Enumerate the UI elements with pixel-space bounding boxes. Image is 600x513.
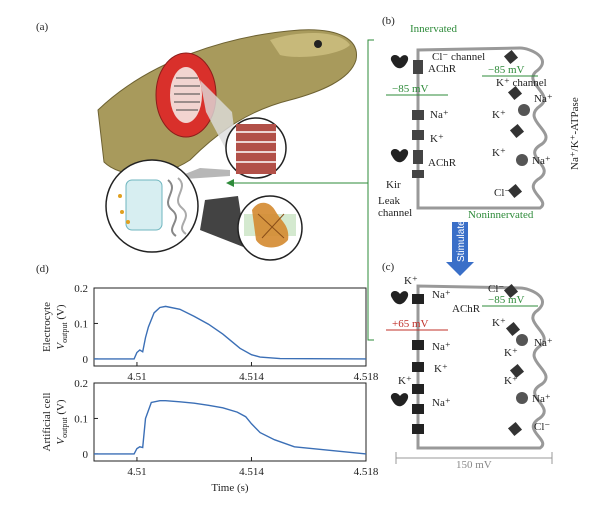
y-axis-label-line2: Voutput (V): [55, 304, 69, 350]
svg-text:K⁺: K⁺: [398, 375, 412, 387]
stimulate-arrow: Stimulate: [446, 220, 474, 276]
voltage-b-right: −85 mV: [488, 64, 525, 76]
x-tick-label: 4.518: [354, 371, 379, 383]
connector-bracket: [230, 39, 374, 184]
voltage-c-span: 150 mV: [456, 459, 492, 471]
voltage-b-left: −85 mV: [392, 83, 429, 95]
svg-text:AChR: AChR: [428, 157, 457, 169]
svg-text:Na⁺: Na⁺: [432, 289, 451, 301]
svg-text:K⁺: K⁺: [404, 275, 418, 287]
x-tick-label: 4.51: [127, 371, 146, 383]
y-tick-label: 0.2: [74, 378, 88, 390]
output-trace: [94, 305, 367, 360]
y-axis-label-line2: Voutput (V): [55, 399, 69, 445]
svg-text:Na⁺: Na⁺: [534, 337, 553, 349]
eel-illustration: [97, 29, 357, 261]
panel-c-cell: K⁺ Na⁺ AChR Na⁺ K⁺ K⁺ Na⁺ +65 mV Cl⁻ K⁺ …: [386, 275, 553, 471]
achr-icon: [390, 55, 409, 69]
y-axis-label-line1: Electrocyte: [41, 302, 53, 352]
svg-text:Na⁺: Na⁺: [432, 397, 451, 409]
svg-text:AChR: AChR: [428, 63, 457, 75]
svg-text:Cl⁻: Cl⁻: [494, 187, 510, 199]
output-trace: [94, 400, 367, 455]
achr-icon: [390, 291, 409, 305]
svg-text:K⁺: K⁺: [492, 147, 506, 159]
plot-frame: [93, 382, 367, 462]
svg-text:Na⁺: Na⁺: [432, 341, 451, 353]
innervated-label: Innervated: [410, 23, 458, 35]
svg-text:Cl⁻: Cl⁻: [488, 283, 504, 295]
svg-text:channel: channel: [378, 207, 412, 219]
svg-text:Na⁺: Na⁺: [532, 155, 551, 167]
svg-text:K⁺ channel: K⁺ channel: [496, 77, 547, 89]
svg-text:Cl⁻ channel: Cl⁻ channel: [432, 51, 485, 63]
y-tick-label: 0.1: [74, 318, 88, 330]
plot-frame: [93, 287, 367, 367]
y-tick-label: 0: [83, 354, 89, 366]
svg-text:Na⁺: Na⁺: [430, 109, 449, 121]
y-tick-label: 0.1: [74, 413, 88, 425]
y-tick-label: 0: [83, 449, 89, 461]
svg-text:K⁺: K⁺: [430, 133, 444, 145]
svg-text:K⁺: K⁺: [504, 347, 518, 359]
svg-text:K⁺: K⁺: [504, 375, 518, 387]
x-tick-label: 4.518: [354, 466, 379, 478]
connector-arrowhead: [226, 179, 234, 187]
svg-text:Na⁺: Na⁺: [534, 93, 553, 105]
svg-text:Na⁺: Na⁺: [532, 393, 551, 405]
achr-icon: [390, 393, 409, 407]
svg-text:AChR: AChR: [452, 303, 481, 315]
svg-text:K⁺: K⁺: [434, 363, 448, 375]
voltage-c-left: +65 mV: [392, 318, 429, 330]
svg-text:Cl⁻: Cl⁻: [534, 421, 550, 433]
svg-text:Leak: Leak: [378, 195, 400, 207]
svg-text:Kir: Kir: [386, 179, 401, 191]
pump-label: Na⁺/K⁺-ATPase: [569, 97, 581, 170]
panel-label-b: (b): [382, 15, 395, 27]
achr-icon: [390, 149, 409, 163]
voltage-c-right: −85 mV: [488, 294, 525, 306]
y-tick-label: 0.2: [74, 283, 88, 295]
x-tick-label: 4.514: [239, 466, 264, 478]
x-tick-label: 4.51: [127, 466, 146, 478]
svg-text:K⁺: K⁺: [492, 317, 506, 329]
x-tick-label: 4.514: [239, 371, 264, 383]
panel-label-a: (a): [36, 21, 49, 33]
svg-text:K⁺: K⁺: [492, 109, 506, 121]
panel-b-cell: Innervated Noninnervated AChR Na⁺ K⁺ ACh…: [378, 23, 581, 221]
panel-label-d: (d): [36, 263, 49, 275]
panel-label-c: (c): [382, 261, 395, 273]
y-axis-label-line1: Artificial cell: [41, 393, 53, 452]
x-axis-label: Time (s): [211, 482, 249, 494]
noninnervated-label: Noninnervated: [468, 209, 534, 221]
svg-text:Stimulate: Stimulate: [456, 220, 467, 262]
